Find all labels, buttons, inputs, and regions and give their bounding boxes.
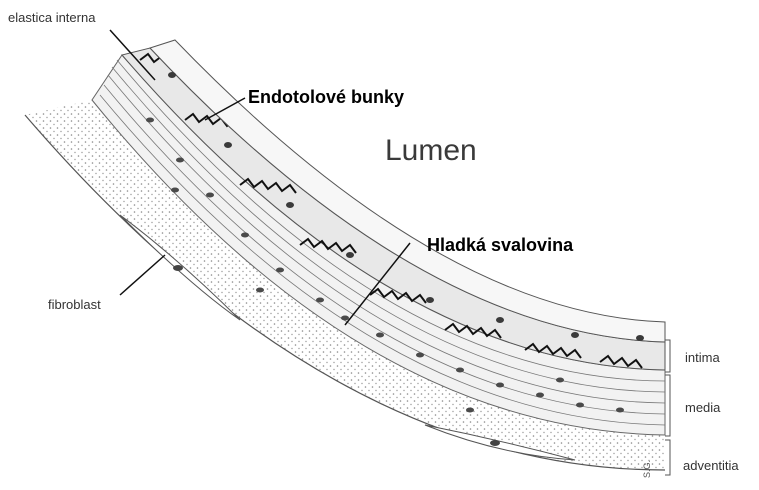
label-endothelial-cells: Endotolové bunky: [248, 87, 404, 107]
fibroblast-leader: [120, 255, 165, 295]
label-fibroblast: fibroblast: [48, 297, 101, 312]
label-elastica-interna: elastica interna: [8, 10, 96, 25]
label-lumen: Lumen: [385, 134, 477, 167]
label-adventitia: adventitia: [683, 458, 739, 473]
label-media: media: [685, 400, 721, 415]
layer-brackets: [665, 340, 670, 475]
label-intima: intima: [685, 350, 720, 365]
fibroblast-nucleus: [173, 265, 183, 271]
fibroblast-nucleus-2: [490, 440, 500, 446]
label-smooth-muscle: Hladká svalovina: [427, 235, 574, 255]
artist-signature: S.G.: [642, 460, 652, 478]
